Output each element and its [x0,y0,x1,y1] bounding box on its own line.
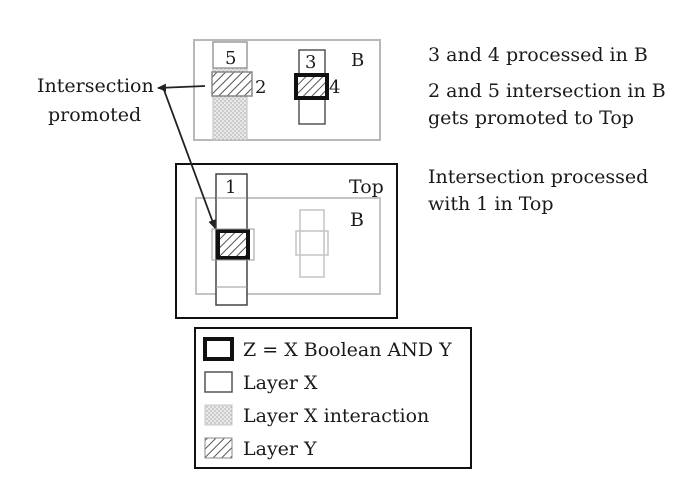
top-cell: 1 Top B [175,163,398,319]
legend-swatch-hatched [204,437,233,459]
note-2-line-2: gets promoted to Top [428,107,634,129]
shape-label-5: 5 [225,48,236,69]
shape-label-1: 1 [225,177,236,198]
legend-swatch-outline [204,371,233,393]
shape-4-bold [294,73,329,100]
legend-label-layer-x: Layer X [243,372,318,394]
note-3-line-1: Intersection processed [428,166,648,188]
legend-label-layer-y: Layer Y [243,438,317,460]
top-inner-cell-name: B [350,209,364,231]
shape-label-3: 3 [305,52,316,73]
note-3-line-2: with 1 in Top [428,193,554,215]
left-caption-line-2: promoted [48,104,141,126]
legend-swatch-bold-outline [203,337,234,361]
promotion-arrow [158,86,215,228]
shape-2-hatched [211,71,253,97]
legend-label-layer-x-interaction: Layer X interaction [243,405,429,427]
note-1-line-1: 3 and 4 processed in B [428,44,648,66]
promoted-intersection-bold [216,229,250,260]
legend-label-and: Z = X Boolean AND Y [243,339,452,361]
shape-label-4: 4 [329,77,340,98]
top-cell-name: Top [349,176,384,198]
note-2-line-1: 2 and 5 intersection in B [428,80,666,102]
shape-label-2: 2 [255,77,266,98]
legend: Z = X Boolean AND Y Layer X Layer X inte… [194,327,472,469]
upper-cell-b: B 5 2 3 4 [193,39,381,141]
legend-swatch-dotted [204,404,233,426]
upper-cell-name: B [351,50,364,71]
left-caption-line-1: Intersection [37,75,154,97]
